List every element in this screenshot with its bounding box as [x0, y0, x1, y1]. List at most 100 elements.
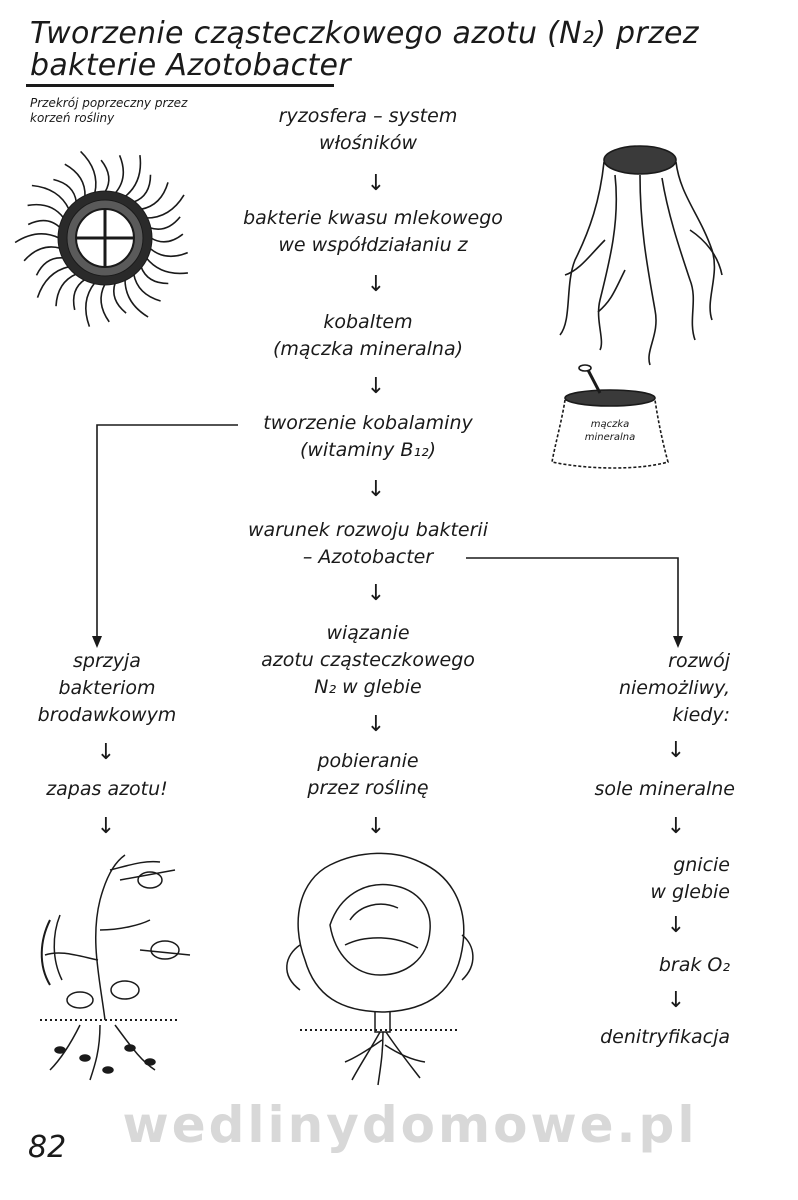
connector-lines	[92, 424, 683, 648]
node-line: gnicie	[673, 854, 730, 876]
root-hair	[145, 257, 189, 275]
arrow-down: ↓	[366, 171, 386, 196]
arrow-down: ↓	[366, 477, 386, 502]
root-hair	[132, 273, 161, 302]
mineral-meal-sack-illustration	[551, 364, 669, 469]
cabbage-illustration	[286, 852, 474, 1086]
node-line: (mączka mineralna)	[272, 338, 464, 360]
arrow-down: ↓	[666, 738, 686, 763]
root-hair	[35, 257, 64, 276]
node-line: pobieranie	[317, 750, 419, 772]
node-line: tworzenie kobalaminy	[263, 412, 473, 434]
arrow-down: ↓	[366, 712, 386, 737]
node-azotobacter: warunek rozwoju bakterii – Azotobacter	[213, 517, 523, 571]
node-line: kiedy:	[672, 704, 730, 726]
root-hair	[100, 283, 110, 323]
root-hair	[64, 163, 86, 197]
root-hair	[150, 233, 184, 243]
node-line: bakteriom	[58, 677, 156, 699]
root-hair	[112, 282, 127, 314]
node-sole-mineralne: sole mineralne	[545, 776, 735, 803]
watermark: wedlinydomowe.pl	[122, 1096, 698, 1154]
root-hair	[100, 159, 110, 193]
root-hair	[149, 247, 189, 258]
mineral-meal-sack-label: mączka mineralna	[560, 418, 660, 444]
root-hair	[149, 216, 181, 231]
root-cross-section-caption: Przekrój poprzeczny przez korzeń rośliny	[30, 96, 230, 126]
node-zapas-azotu: zapas azotu!	[22, 776, 192, 803]
node-kobalt: kobaltem (mączka mineralna)	[218, 309, 518, 363]
root-hair	[23, 246, 61, 262]
page-title: Tworzenie cząsteczkowego azotu (N₂) prze…	[30, 18, 730, 82]
node-denitryfikacja: denitryfikacja	[560, 1024, 730, 1051]
root-hair	[72, 278, 86, 311]
node-line: bakterie kwasu mlekowego	[243, 207, 503, 229]
arrow-down: ↓	[666, 814, 686, 839]
node-wiazanie-azotu: wiązanie azotu cząsteczkowego N₂ w glebi…	[228, 620, 508, 701]
root-hair	[80, 150, 97, 194]
title-underline	[26, 84, 334, 87]
sack-label-line-1: mączka	[590, 419, 630, 430]
arrow-down: ↓	[366, 581, 386, 606]
root-hair	[36, 265, 70, 298]
node-line: kobaltem	[323, 311, 413, 333]
node-line: w glebie	[650, 881, 730, 903]
root-hair	[85, 282, 96, 327]
node-line: sole mineralne	[594, 778, 735, 800]
page-number: 82	[28, 1130, 67, 1165]
arrow-down: ↓	[96, 740, 116, 765]
root-hair	[124, 154, 142, 198]
node-line: (witaminy B₁₂)	[299, 439, 437, 461]
connector-azotobacter-to-right	[466, 557, 679, 640]
node-line: przez roślinę	[307, 777, 429, 799]
root-cross-section-illustration	[14, 150, 189, 327]
root-hair	[133, 174, 152, 203]
root-hair	[14, 233, 60, 244]
root-hair	[27, 203, 65, 219]
node-line: ryzosfera – system	[278, 105, 458, 127]
node-line: wiązanie	[326, 622, 410, 644]
node-line: sprzyja	[73, 650, 141, 672]
node-ryzosfera: ryzosfera – system włośników	[218, 103, 518, 157]
plant-roots-illustration	[559, 145, 723, 366]
title-line-1: Tworzenie cząsteczkowego azotu (N₂) prze…	[30, 16, 699, 51]
connector-kobalamina-to-left	[96, 424, 238, 640]
node-bakterie-kwasu-mlekowego: bakterie kwasu mlekowego we współdziałan…	[203, 205, 543, 259]
root-hair	[31, 184, 70, 210]
arrow-down: ↓	[366, 272, 386, 297]
node-gnicie: gnicie w glebie	[600, 852, 730, 906]
caption-line-2: korzeń rośliny	[30, 111, 115, 125]
root-hair	[55, 273, 77, 307]
node-line: we współdziałaniu z	[278, 234, 468, 256]
node-kobalamina: tworzenie kobalaminy (witaminy B₁₂)	[238, 410, 498, 464]
node-line: włośników	[318, 132, 417, 154]
arrow-down: ↓	[666, 988, 686, 1013]
root-hair	[27, 219, 61, 229]
node-rozwoj-niemozliwy: rozwój niemożliwy, kiedy:	[580, 648, 730, 729]
title-line-2: bakterie Azotobacter	[30, 48, 351, 83]
node-line: – Azotobacter	[302, 546, 434, 568]
root-hair	[53, 178, 78, 203]
node-line: warunek rozwoju bakterii	[248, 519, 488, 541]
arrow-down: ↓	[366, 374, 386, 399]
caption-line-1: Przekrój poprzeczny przez	[30, 96, 188, 110]
node-line: brodawkowym	[37, 704, 177, 726]
root-hair	[140, 266, 169, 285]
arrow-down: ↓	[96, 814, 116, 839]
node-line: N₂ w glebie	[314, 676, 422, 698]
root-hair	[146, 194, 185, 219]
node-brak-o2: brak O₂	[600, 952, 730, 979]
pea-plant-illustration	[40, 854, 191, 1081]
arrow-down: ↓	[366, 814, 386, 839]
node-line: niemożliwy,	[618, 677, 730, 699]
root-hair	[140, 182, 169, 211]
node-pobieranie: pobieranie przez roślinę	[248, 748, 488, 802]
node-line: denitryfikacja	[600, 1026, 730, 1048]
node-sprzyja-bakteriom: sprzyja bakteriom brodawkowym	[22, 648, 192, 729]
node-line: azotu cząsteczkowego	[261, 649, 475, 671]
arrow-down: ↓	[666, 913, 686, 938]
root-hair	[124, 279, 149, 318]
node-line: rozwój	[668, 650, 730, 672]
root-hair	[114, 154, 125, 194]
